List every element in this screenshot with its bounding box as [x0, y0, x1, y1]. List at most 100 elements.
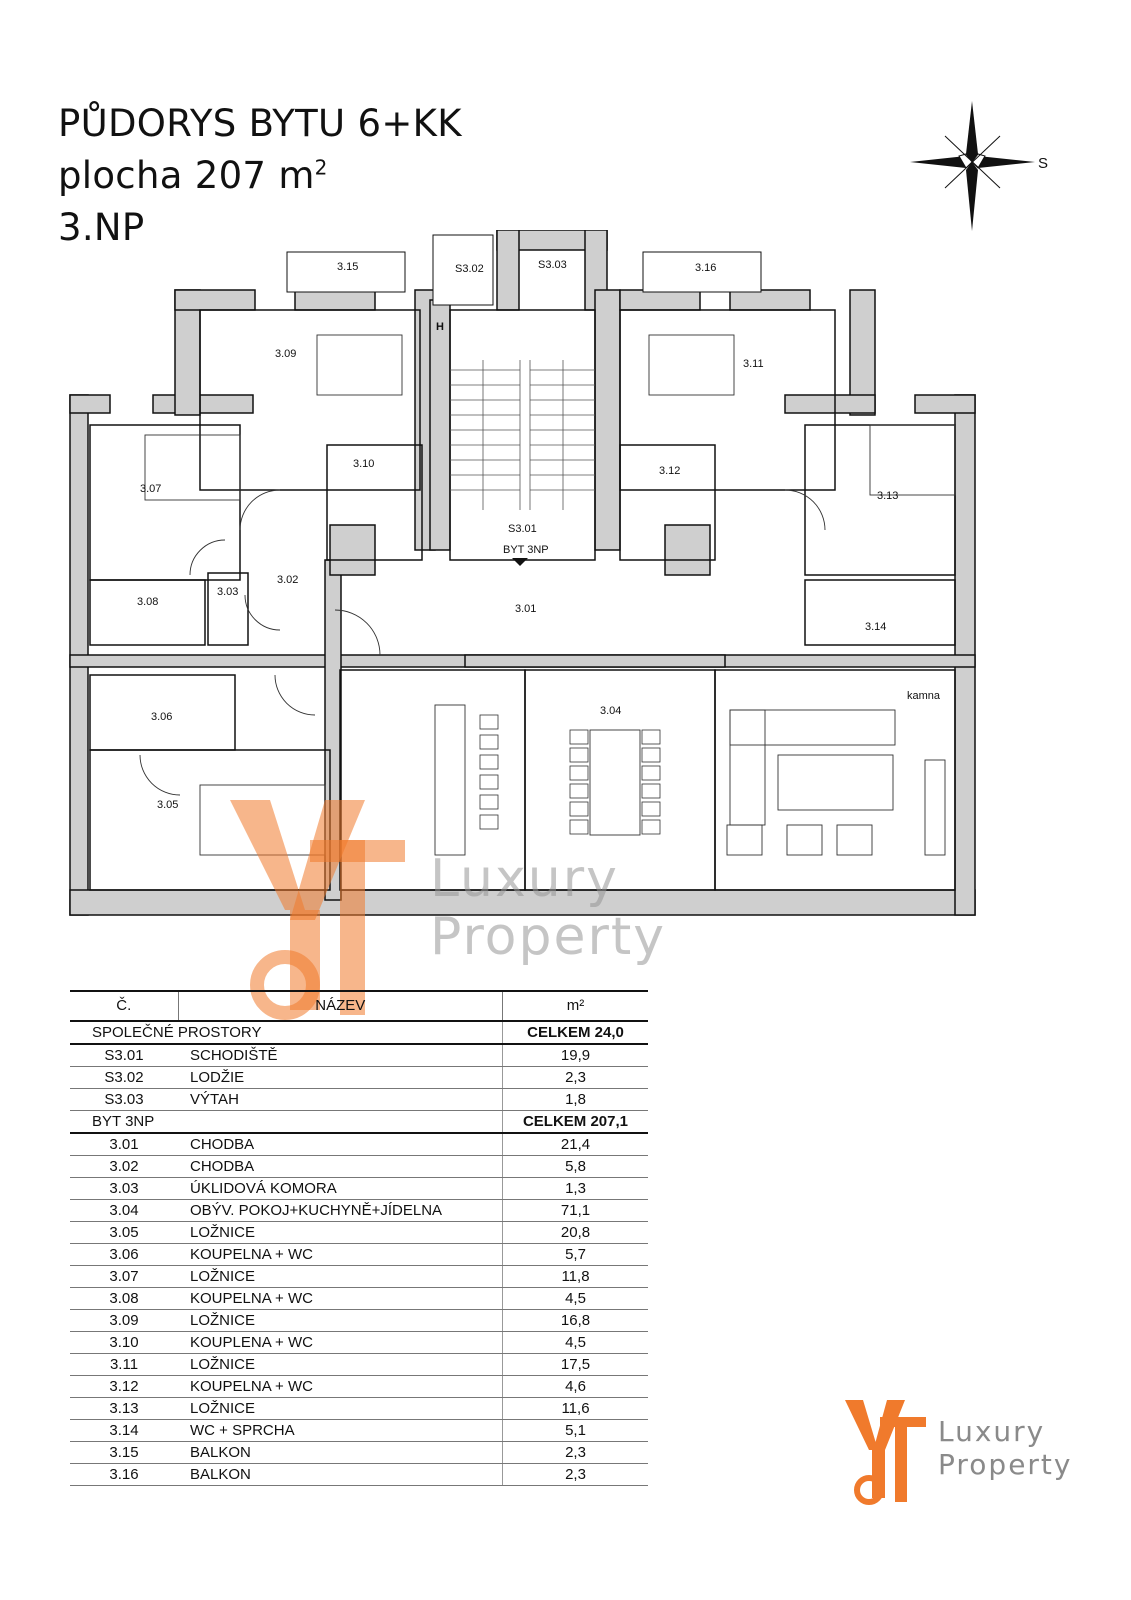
label-308: 3.08 — [137, 596, 158, 608]
row-num: 3.08 — [70, 1287, 178, 1310]
group-name: SPOLEČNÉ PROSTORY — [70, 1021, 503, 1045]
row-area: 5,8 — [502, 1155, 648, 1178]
row-num: 3.07 — [70, 1265, 178, 1288]
title-line-2: plocha 207 m2 — [58, 150, 462, 202]
row-num: 3.15 — [70, 1441, 178, 1464]
label-309: 3.09 — [275, 348, 296, 360]
row-name: KOUPELNA + WC — [178, 1375, 503, 1398]
row-name: LOŽNICE — [178, 1309, 503, 1332]
label-302: 3.02 — [277, 574, 298, 586]
row-num: 3.09 — [70, 1309, 178, 1332]
row-name: VÝTAH — [178, 1088, 503, 1111]
group-name: BYT 3NP — [70, 1110, 503, 1134]
group-row-common: SPOLEČNÉ PROSTORY CELKEM 24,0 — [70, 1021, 648, 1045]
row-area: 2,3 — [502, 1441, 648, 1464]
row-num: 3.16 — [70, 1463, 178, 1486]
row-area: 4,5 — [502, 1331, 648, 1354]
label-311: 3.11 — [743, 358, 764, 370]
row-name: CHODBA — [178, 1155, 503, 1178]
row-area: 21,4 — [502, 1133, 648, 1156]
row-area: 16,8 — [502, 1309, 648, 1332]
title-line-1: PŮDORYS BYTU 6+KK — [58, 102, 462, 145]
row-area: 20,8 — [502, 1221, 648, 1244]
row-area: 71,1 — [502, 1199, 648, 1222]
header-num: Č. — [70, 990, 179, 1022]
row-num: S3.01 — [70, 1044, 178, 1067]
area-unit-superscript: 2 — [314, 155, 328, 180]
row-name: KOUPELNA + WC — [178, 1287, 503, 1310]
label-304: 3.04 — [600, 705, 621, 717]
row-area: 11,6 — [502, 1397, 648, 1420]
row-area: 1,3 — [502, 1177, 648, 1200]
row-area: 4,5 — [502, 1287, 648, 1310]
watermark-line-2: Property — [430, 907, 667, 967]
row-name: SCHODIŠTĚ — [178, 1044, 503, 1067]
watermark-logo — [230, 800, 405, 1020]
row-num: 3.04 — [70, 1199, 178, 1222]
row-num: 3.05 — [70, 1221, 178, 1244]
brand-logo-icon — [845, 1400, 926, 1505]
row-num: 3.10 — [70, 1331, 178, 1354]
row-name: LODŽIE — [178, 1066, 503, 1089]
row-area: 5,7 — [502, 1243, 648, 1266]
table-header-row: Č. NÁZEV m² — [70, 990, 648, 1022]
compass-south-label: S — [1038, 155, 1048, 172]
row-area: 11,8 — [502, 1265, 648, 1288]
row-name: BALKON — [178, 1441, 503, 1464]
page-title: PŮDORYS BYTU 6+KK plocha 207 m2 3.NP — [58, 98, 462, 254]
row-name: OBÝV. POKOJ+KUCHYNĚ+JÍDELNA — [178, 1199, 503, 1222]
row-num: 3.06 — [70, 1243, 178, 1266]
brand-logo-line-1: Luxury — [938, 1415, 1046, 1448]
row-name: KOUPLENA + WC — [178, 1331, 503, 1354]
brand-logo-line-2: Property — [938, 1448, 1073, 1481]
label-313: 3.13 — [877, 490, 898, 502]
row-area: 17,5 — [502, 1353, 648, 1376]
group-total: CELKEM 24,0 — [502, 1021, 648, 1045]
label-310: 3.10 — [353, 458, 374, 470]
row-name: LOŽNICE — [178, 1353, 503, 1376]
label-h: H — [436, 321, 444, 333]
row-area: 1,8 — [502, 1088, 648, 1111]
row-num: S3.02 — [70, 1066, 178, 1089]
label-s301: S3.01 — [508, 523, 537, 535]
label-s303: S3.03 — [538, 259, 567, 271]
label-307: 3.07 — [140, 483, 161, 495]
row-name: BALKON — [178, 1463, 503, 1486]
label-byt-3np: BYT 3NP — [503, 544, 549, 556]
header-name: NÁZEV — [178, 990, 503, 1022]
watermark-line-1: Luxury — [430, 849, 619, 909]
compass-icon: S — [910, 101, 1048, 231]
label-312: 3.12 — [659, 465, 680, 477]
row-num: 3.13 — [70, 1397, 178, 1420]
title-line-3: 3.NP — [58, 206, 145, 249]
row-num: S3.03 — [70, 1088, 178, 1111]
label-kamna: kamna — [907, 690, 941, 702]
row-num: 3.11 — [70, 1353, 178, 1376]
row-name: ÚKLIDOVÁ KOMORA — [178, 1177, 503, 1200]
floor-plan: 3.15 S3.02 S3.03 3.16 3.09 3.11 3.10 3.1… — [69, 230, 976, 916]
row-name: WC + SPRCHA — [178, 1419, 503, 1442]
row-area: 4,6 — [502, 1375, 648, 1398]
label-303: 3.03 — [217, 586, 238, 598]
row-area: 19,9 — [502, 1044, 648, 1067]
header-area: m² — [502, 990, 648, 1022]
row-num: 3.12 — [70, 1375, 178, 1398]
row-num: 3.03 — [70, 1177, 178, 1200]
label-316: 3.16 — [695, 262, 716, 274]
row-name: LOŽNICE — [178, 1265, 503, 1288]
row-name: LOŽNICE — [178, 1397, 503, 1420]
label-305: 3.05 — [157, 799, 178, 811]
row-name: KOUPELNA + WC — [178, 1243, 503, 1266]
